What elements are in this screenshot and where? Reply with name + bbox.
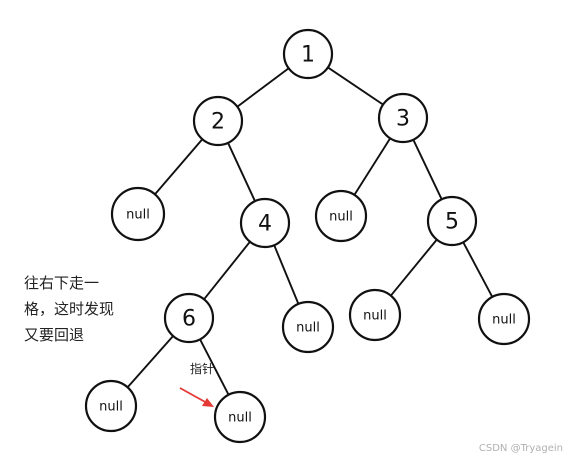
tree-edge-n2-to-n4 [227, 142, 256, 202]
tree-edge-n4-to-null-4-right [273, 244, 300, 305]
tree-edge-n2-to-null-2-left [154, 138, 204, 195]
tree-node-label: 3 [396, 107, 410, 132]
tree-node-circle [110, 186, 166, 242]
tree-edges [126, 66, 494, 396]
pointer-arrowhead [202, 398, 214, 407]
tree-node-label: null [99, 400, 123, 415]
tree-node-n5: 5 [426, 195, 478, 247]
tree-edge-n3-to-n5 [412, 139, 443, 200]
tree-edge-n1-to-n3 [327, 66, 384, 106]
tree-node-n6: 6 [163, 292, 215, 344]
tree-edge-n1-to-n2 [236, 67, 290, 108]
tree-node-circle [477, 292, 531, 346]
tree-node-label: null [126, 208, 150, 223]
tree-node-label: null [228, 411, 252, 426]
pointer-arrow [179, 387, 208, 404]
tree-edge-n4-to-n6 [203, 241, 251, 300]
tree-nodes: 1 2 3 null 4 null 5 6 null null null null null [84, 28, 531, 444]
tree-node-label: null [296, 321, 320, 336]
tree-node-null-2-left: null [110, 186, 166, 242]
tree-node-circle [377, 92, 429, 144]
tree-node-circle [281, 300, 335, 354]
tree-node-label: null [329, 210, 353, 225]
tree-node-circle [213, 390, 267, 444]
tree-node-n3: 3 [377, 92, 429, 144]
tree-edge-n5-to-null-5-right [462, 241, 494, 298]
tree-node-null-5-left: null [348, 288, 402, 342]
tree-node-circle [348, 288, 402, 342]
tree-node-label: 4 [258, 212, 272, 237]
tree-node-n1: 1 [282, 28, 334, 80]
tree-edge-n6-to-null-6-right [199, 338, 230, 396]
tree-edge-n5-to-null-5-left [390, 238, 438, 297]
tree-node-null-6-left: null [84, 379, 138, 433]
tree-node-label: 6 [182, 307, 196, 332]
tree-node-circle [84, 379, 138, 433]
tree-node-n4: 4 [239, 197, 291, 249]
tree-node-label: 2 [211, 110, 225, 135]
annotation-line-2: 格，这时发现 [24, 300, 115, 318]
tree-edge-n3-to-null-3-left [353, 137, 392, 196]
tree-node-circle [282, 28, 334, 80]
tree-node-null-4-right: null [281, 300, 335, 354]
tree-node-null-6-right: null [213, 390, 267, 444]
tree-node-circle [239, 197, 291, 249]
tree-node-label: 5 [445, 210, 459, 235]
tree-node-null-5-right: null [477, 292, 531, 346]
tree-node-label: null [363, 309, 387, 324]
annotation-line-3: 又要回退 [24, 326, 85, 344]
tree-node-circle [192, 95, 244, 147]
tree-node-n2: 2 [192, 95, 244, 147]
tree-node-null-3-left: null [314, 189, 368, 243]
annotation-line-1: 往右下走一 [24, 274, 100, 292]
tree-node-circle [426, 195, 478, 247]
tree-node-circle [163, 292, 215, 344]
tree-edge-n6-to-null-6-left [126, 335, 174, 388]
tree-node-label: 1 [301, 43, 315, 68]
tree-node-circle [314, 189, 368, 243]
tree-node-label: null [492, 313, 516, 328]
annotation-text: 往右下走一 格，这时发现 又要回退 [24, 270, 144, 348]
pointer-label: 指针 [190, 362, 215, 376]
pointer-arrow-layer [179, 387, 214, 407]
watermark: CSDN @Tryagein [478, 443, 563, 454]
